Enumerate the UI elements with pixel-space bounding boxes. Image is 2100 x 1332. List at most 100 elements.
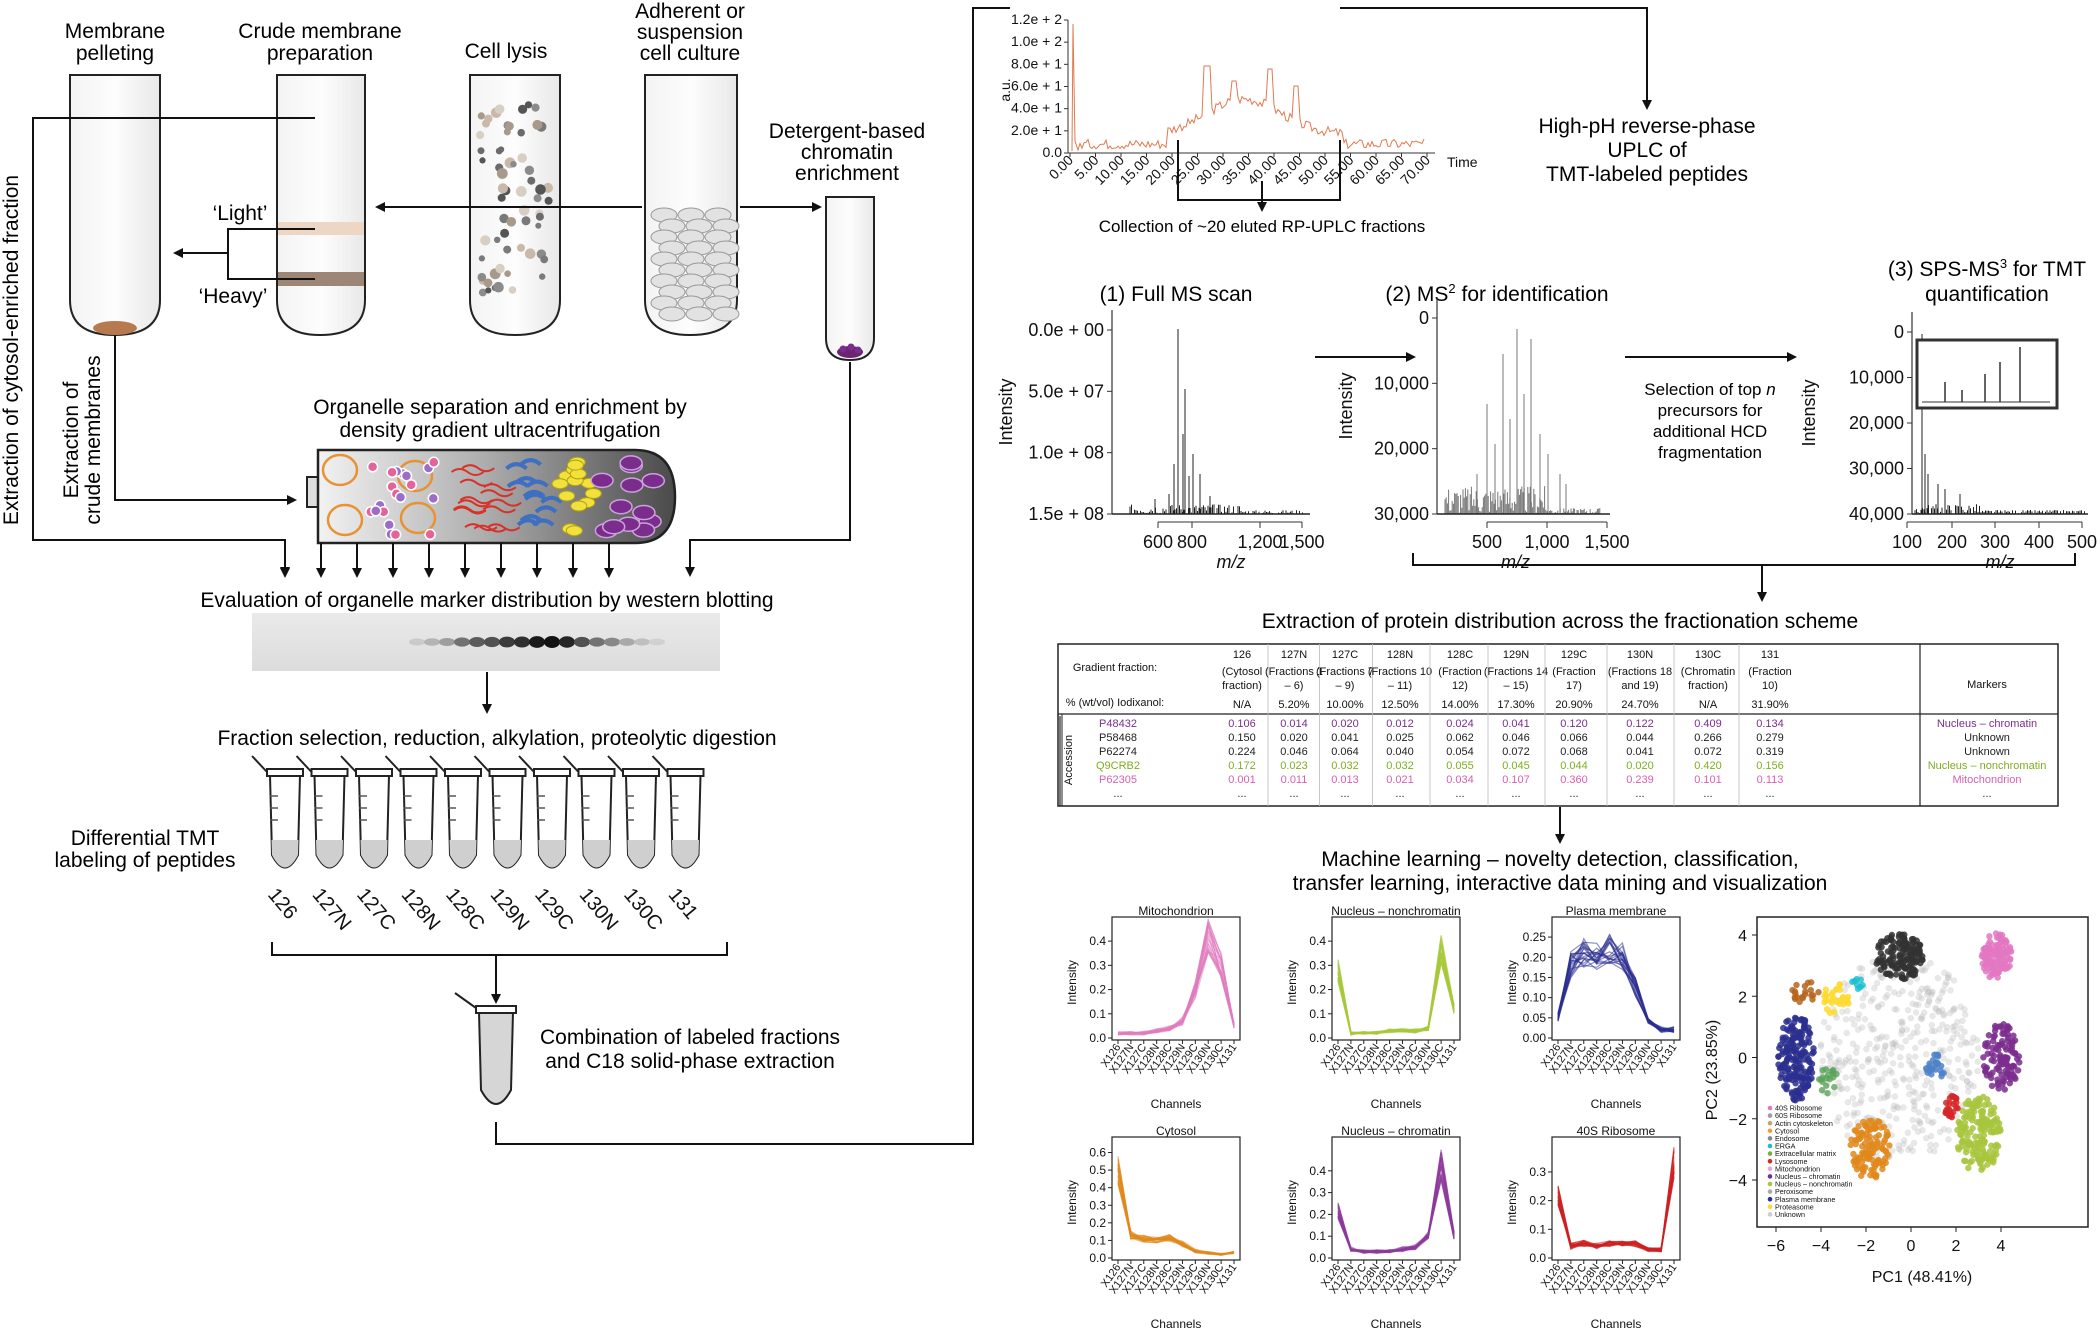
- lysate-particle: [480, 235, 491, 246]
- pca-point: [1936, 1026, 1943, 1033]
- profile-frame: [1551, 916, 1681, 1041]
- lysate-particle: [540, 255, 549, 264]
- profile-x-axis-label: Channels: [1151, 1097, 1202, 1111]
- pca-point: [1918, 1070, 1925, 1077]
- profile-line: [1117, 949, 1235, 1034]
- cell: [685, 306, 713, 322]
- pca-point: [1887, 1050, 1895, 1058]
- pca-point: [1993, 1141, 2000, 1149]
- lysate-particle: [521, 216, 531, 226]
- tmt-tube-cap: [488, 768, 527, 777]
- table-cell: 0.021: [1386, 774, 1414, 786]
- pca-legend-swatch: [1767, 1151, 1773, 1156]
- pca-point: [1864, 1058, 1872, 1066]
- cell: [712, 306, 740, 322]
- pca-point: [1910, 1139, 1918, 1147]
- pca-point: [1843, 1085, 1851, 1092]
- pca-point: [1912, 959, 1920, 966]
- table-column-code: 128N: [1387, 649, 1413, 661]
- pca-point: [1919, 1090, 1926, 1098]
- profile-plot: 40S Ribosome0.30.20.10.0IntensityX126X12…: [1505, 1124, 1681, 1331]
- lysate-particle: [533, 194, 542, 203]
- table-cell: 0.041: [1502, 718, 1530, 730]
- pca-point: [1795, 1030, 1803, 1038]
- pca-point: [1918, 1013, 1926, 1021]
- pca-point: [1877, 1124, 1885, 1131]
- pca-point: [1915, 1117, 1922, 1125]
- table-accession: P48432: [1099, 718, 1137, 730]
- pca-point: [1881, 1042, 1889, 1050]
- profile-x-axis-label: Channels: [1371, 1097, 1422, 1111]
- pca-point: [1898, 974, 1906, 982]
- pca-point: [1833, 1014, 1840, 1021]
- pca-point: [1949, 1007, 1956, 1014]
- pca-point: [1836, 981, 1843, 988]
- pca-point: [1975, 1095, 1982, 1102]
- profile-y-tick-label: 0.2: [1089, 983, 1106, 997]
- spectrum-y-axis-label: Intensity: [1799, 379, 1819, 446]
- table-cell: 0.032: [1331, 760, 1359, 772]
- table-cell: 0.062: [1446, 732, 1474, 744]
- pca-point: [1909, 1000, 1916, 1008]
- pca-point: [1792, 1055, 1800, 1063]
- lysate-particle: [524, 101, 533, 109]
- table-cell: ...: [1289, 788, 1298, 800]
- pca-point: [2004, 1054, 2011, 1062]
- pca-point: [1943, 1028, 1950, 1035]
- pca-point: [1950, 1075, 1957, 1082]
- pca-point: [1947, 1083, 1955, 1090]
- pca-point: [2001, 1086, 2009, 1093]
- blot-band: [439, 637, 455, 647]
- pca-point: [1941, 969, 1948, 977]
- pca-point: [1873, 1140, 1881, 1147]
- pca-point: [1879, 974, 1886, 982]
- pca-point: [1964, 1140, 1971, 1148]
- er-strand: [482, 505, 516, 514]
- peroxisome: [565, 525, 583, 537]
- pca-point: [1810, 1048, 1817, 1056]
- pca-point: [1853, 1044, 1861, 1051]
- uplc-x-axis-label: Time: [1447, 154, 1478, 170]
- lysate-particle: [527, 176, 536, 185]
- tmt-tube-cap: [666, 768, 705, 777]
- pca-point: [1895, 990, 1903, 998]
- table-column-pct: 12.50%: [1381, 699, 1419, 711]
- mitochondrion-ring: [326, 503, 364, 537]
- pca-point: [1965, 1069, 1973, 1077]
- pca-point: [1904, 1129, 1912, 1137]
- pca-point: [1894, 1104, 1902, 1112]
- pca-point: [1932, 1004, 1939, 1012]
- lysate-particle: [495, 147, 503, 155]
- pca-point: [1980, 1054, 1987, 1061]
- pca-point: [1891, 1093, 1899, 1100]
- pca-point: [1889, 1147, 1896, 1154]
- pca-point: [1847, 1058, 1854, 1065]
- ms3-title-line2: quantification: [1925, 283, 2049, 306]
- table-accession: Q9CRB2: [1096, 760, 1140, 772]
- table-row-label: Gradient fraction:: [1073, 662, 1157, 674]
- pca-point: [1922, 1050, 1930, 1058]
- table-cell: 0.120: [1560, 718, 1588, 730]
- light-label: ‘Light’: [213, 202, 268, 225]
- table-cell: 0.113: [1757, 774, 1784, 786]
- spectrum-x-tick-label: 500: [2067, 532, 2097, 552]
- pca-point: [1779, 1050, 1786, 1058]
- table-row-label: % (wt/vol) Iodixanol:: [1066, 697, 1164, 709]
- table-cell: 0.011: [1281, 774, 1308, 786]
- pca-point: [1872, 1045, 1879, 1052]
- peroxisome: [551, 478, 569, 490]
- cell-lysis-label: Cell lysis: [465, 40, 548, 63]
- pca-point: [1907, 1014, 1915, 1022]
- table-cell: 0.041: [1331, 732, 1359, 744]
- pca-point: [1904, 1006, 1912, 1014]
- pca-point: [1870, 1067, 1878, 1075]
- pca-point: [1886, 956, 1894, 963]
- blot-band: [529, 636, 545, 648]
- tmt-tube-cap: [622, 768, 660, 777]
- pca-point: [1961, 1006, 1968, 1013]
- pca-point: [1970, 1034, 1977, 1042]
- pca-point: [1911, 1099, 1918, 1106]
- pca-point: [1878, 943, 1885, 951]
- profile-title: Plasma membrane: [1566, 904, 1667, 918]
